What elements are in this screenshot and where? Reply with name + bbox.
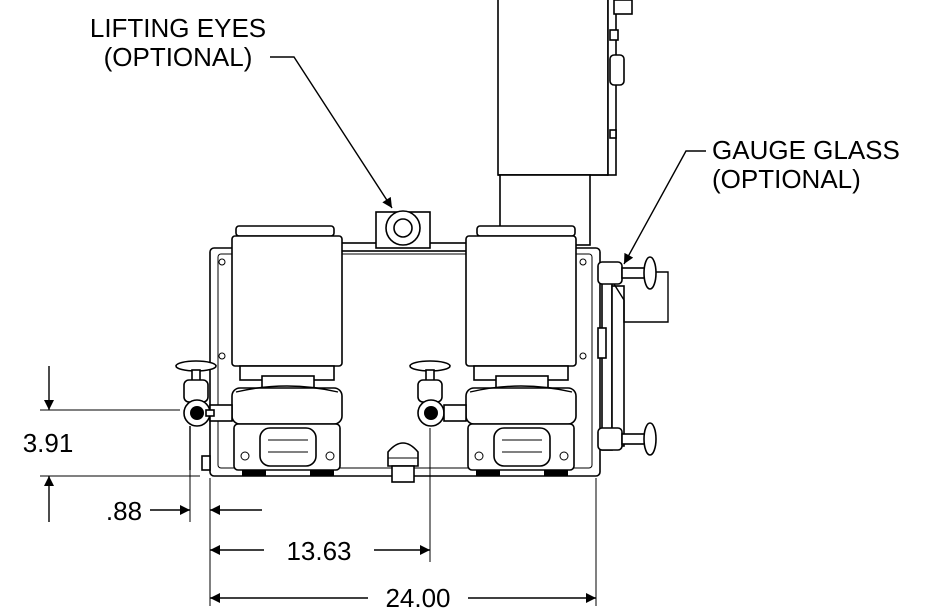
dimension-value-3-91: 3.91 — [23, 428, 74, 458]
pump-motor-right — [465, 225, 577, 476]
drain-fitting — [387, 442, 419, 483]
dimension-inlet-spacing: 13.63 — [210, 428, 431, 566]
gauge-glass-label-line1: GAUGE GLASS — [712, 135, 900, 165]
lifting-eye — [375, 210, 431, 249]
callout-lifting-eyes: LIFTING EYES (OPTIONAL) — [90, 13, 393, 209]
inlet-valve-left — [175, 360, 233, 471]
dimension-height-inlet: 3.91 — [23, 366, 200, 522]
dimension-overall-width: 24.00 — [210, 478, 597, 610]
pump-motor-left — [231, 225, 343, 476]
dimension-value-0-88: .88 — [106, 496, 142, 526]
dimension-value-24-00: 24.00 — [385, 583, 450, 610]
control-enclosure — [497, 0, 633, 176]
lifting-eyes-label-line2: (OPTIONAL) — [104, 42, 253, 72]
gauge-glass-assembly — [597, 256, 669, 456]
dimension-value-13-63: 13.63 — [286, 536, 351, 566]
lifting-eyes-label-line1: LIFTING EYES — [90, 13, 266, 43]
dimension-offset-left: .88 — [106, 428, 262, 606]
callout-gauge-glass: GAUGE GLASS (OPTIONAL) — [623, 135, 900, 265]
lifting-eyes-leader — [270, 56, 393, 209]
gauge-glass-label-line2: (OPTIONAL) — [712, 164, 861, 194]
inlet-valve-center — [409, 360, 467, 427]
gauge-glass-leader — [623, 150, 706, 265]
